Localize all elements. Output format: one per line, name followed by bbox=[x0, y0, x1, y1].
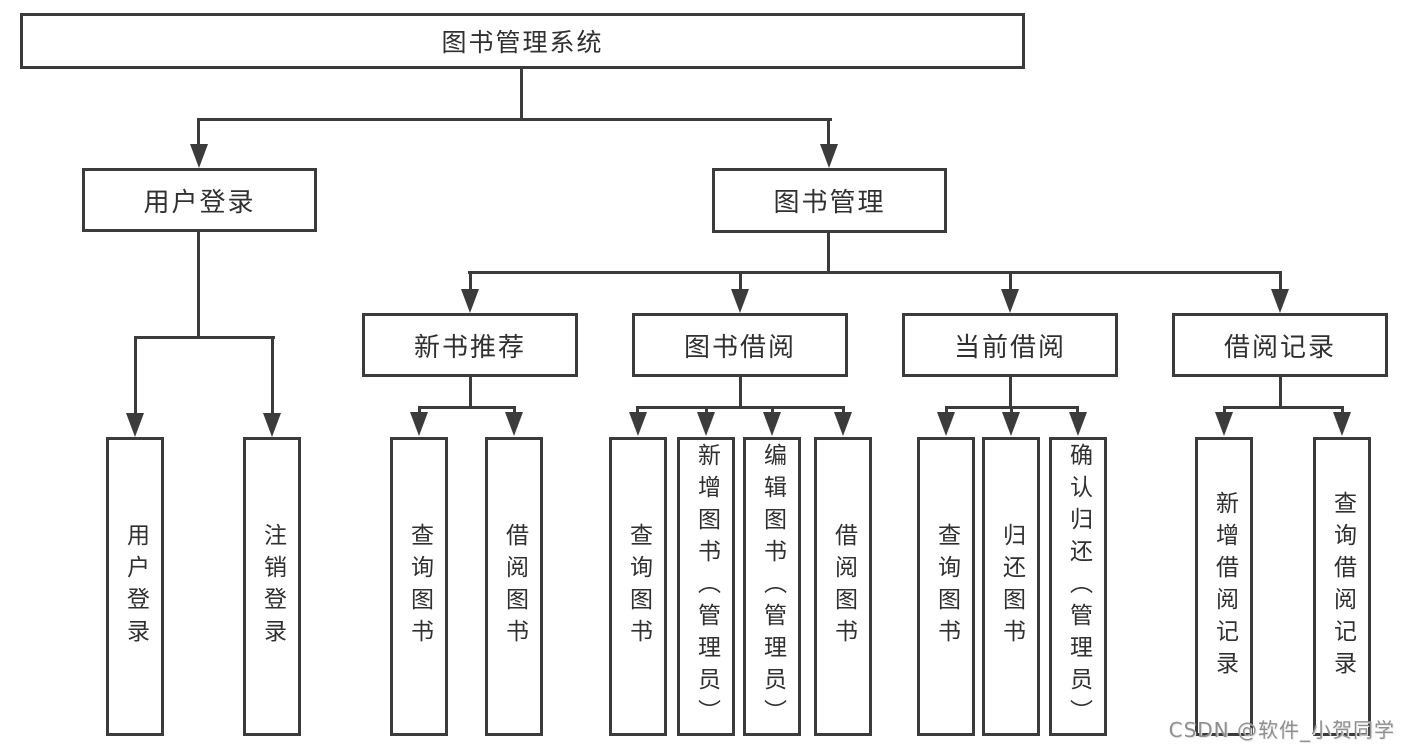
arrow-down-icon bbox=[190, 144, 208, 168]
leaf-confirm-return-admin: 确认归还（管理员） bbox=[1049, 437, 1107, 736]
arrow-down-icon bbox=[410, 412, 428, 436]
leaf-query-books-borrow: 查询图书 bbox=[609, 437, 667, 736]
connector-stem-borrow-records bbox=[1279, 271, 1282, 292]
node-new-book-recommend: 新书推荐 bbox=[362, 313, 578, 377]
connector-stem-leaf bbox=[771, 406, 774, 415]
node-book-management: 图书管理 bbox=[712, 168, 947, 233]
arrow-down-icon bbox=[731, 289, 749, 313]
leaf-return-books: 归还图书 bbox=[982, 437, 1040, 736]
arrow-down-icon bbox=[461, 289, 479, 313]
arrow-down-icon bbox=[1333, 412, 1351, 436]
connector-level3-rail bbox=[468, 271, 1282, 274]
connector-stem-new-book bbox=[469, 271, 472, 292]
arrow-down-icon bbox=[1215, 412, 1233, 436]
connector-stem-current-borrow bbox=[1009, 271, 1012, 292]
node-library-system: 图书管理系统 bbox=[20, 13, 1025, 69]
connector-stem-leaf bbox=[945, 406, 948, 415]
connector-stem-leaf bbox=[705, 406, 708, 415]
arrow-down-icon bbox=[1001, 289, 1019, 313]
connector-stem-leaf bbox=[842, 406, 845, 415]
leaf-logout: 注销登录 bbox=[243, 437, 301, 736]
leaf-add-books-admin: 新增图书（管理员） bbox=[677, 437, 735, 736]
leaf-borrow-books-recommend: 借阅图书 bbox=[485, 437, 543, 736]
node-label: 查询借阅记录 bbox=[1329, 490, 1356, 683]
leaf-borrow-books: 借阅图书 bbox=[814, 437, 872, 736]
node-label: 新增借阅记录 bbox=[1211, 490, 1238, 683]
arrow-down-icon bbox=[126, 413, 144, 437]
connector-stem-leaf bbox=[418, 406, 421, 415]
connector-borrow-records-trunk bbox=[1279, 377, 1282, 409]
connector-stem-leaf bbox=[1223, 406, 1226, 415]
leaf-edit-books-admin: 编辑图书（管理员） bbox=[743, 437, 801, 736]
connector-level2-rail bbox=[197, 118, 832, 121]
connector-book-borrow-rail bbox=[637, 406, 845, 409]
node-label: 借阅图书 bbox=[830, 522, 857, 651]
node-label: 借阅图书 bbox=[501, 522, 528, 651]
connector-stem-book-borrow bbox=[739, 271, 742, 292]
connector-stem-leaf bbox=[1341, 406, 1344, 415]
arrow-down-icon bbox=[505, 412, 523, 436]
connector-stem-login-leaf bbox=[134, 336, 137, 416]
arrow-down-icon bbox=[763, 412, 781, 436]
connector-book-management-trunk bbox=[827, 233, 830, 274]
connector-stem-leaf bbox=[636, 406, 639, 415]
connector-root-trunk bbox=[520, 69, 523, 121]
leaf-query-books-recommend: 查询图书 bbox=[390, 437, 448, 736]
leaf-query-books-current: 查询图书 bbox=[917, 437, 975, 736]
connector-stem-logout-leaf bbox=[271, 336, 274, 416]
node-label: 新增图书（管理员） bbox=[693, 442, 720, 731]
connector-stem-book-management bbox=[827, 118, 830, 148]
node-book-borrow: 图书借阅 bbox=[632, 313, 848, 377]
connector-book-borrow-trunk bbox=[739, 377, 742, 409]
arrow-down-icon bbox=[1002, 412, 1020, 436]
arrow-down-icon bbox=[1271, 289, 1289, 313]
arrow-down-icon bbox=[937, 412, 955, 436]
node-current-borrow: 当前借阅 bbox=[902, 313, 1118, 377]
node-label: 查询图书 bbox=[406, 522, 433, 651]
arrow-down-icon bbox=[1069, 412, 1087, 436]
csdn-watermark: CSDN @软件_小贺同学 bbox=[1168, 718, 1395, 742]
node-borrow-records: 借阅记录 bbox=[1172, 313, 1388, 377]
connector-current-borrow-trunk bbox=[1009, 377, 1012, 409]
connector-user-login-trunk bbox=[197, 232, 200, 339]
connector-new-book-rail bbox=[418, 406, 516, 409]
connector-stem-leaf bbox=[1076, 406, 1079, 415]
node-label: 编辑图书（管理员） bbox=[759, 442, 786, 731]
leaf-query-borrow-record: 查询借阅记录 bbox=[1313, 437, 1371, 736]
node-label: 用户登录 bbox=[122, 522, 149, 651]
node-label: 查询图书 bbox=[933, 522, 960, 651]
arrow-down-icon bbox=[820, 144, 838, 168]
leaf-user-login: 用户登录 bbox=[106, 437, 164, 736]
node-label: 查询图书 bbox=[625, 522, 652, 651]
connector-stem-leaf bbox=[1010, 406, 1013, 415]
connector-stem-leaf bbox=[513, 406, 516, 415]
node-label: 归还图书 bbox=[998, 522, 1025, 651]
connector-new-book-trunk bbox=[469, 377, 472, 409]
arrow-down-icon bbox=[834, 412, 852, 436]
leaf-add-borrow-record: 新增借阅记录 bbox=[1195, 437, 1253, 736]
arrow-down-icon bbox=[697, 412, 715, 436]
node-label: 注销登录 bbox=[259, 522, 286, 651]
connector-user-login-rail bbox=[134, 336, 275, 339]
connector-stem-user-login bbox=[197, 118, 200, 148]
node-label: 确认归还（管理员） bbox=[1065, 442, 1092, 731]
connector-borrow-records-rail bbox=[1223, 406, 1343, 409]
arrow-down-icon bbox=[629, 412, 647, 436]
node-user-login: 用户登录 bbox=[82, 168, 317, 232]
arrow-down-icon bbox=[263, 413, 281, 437]
